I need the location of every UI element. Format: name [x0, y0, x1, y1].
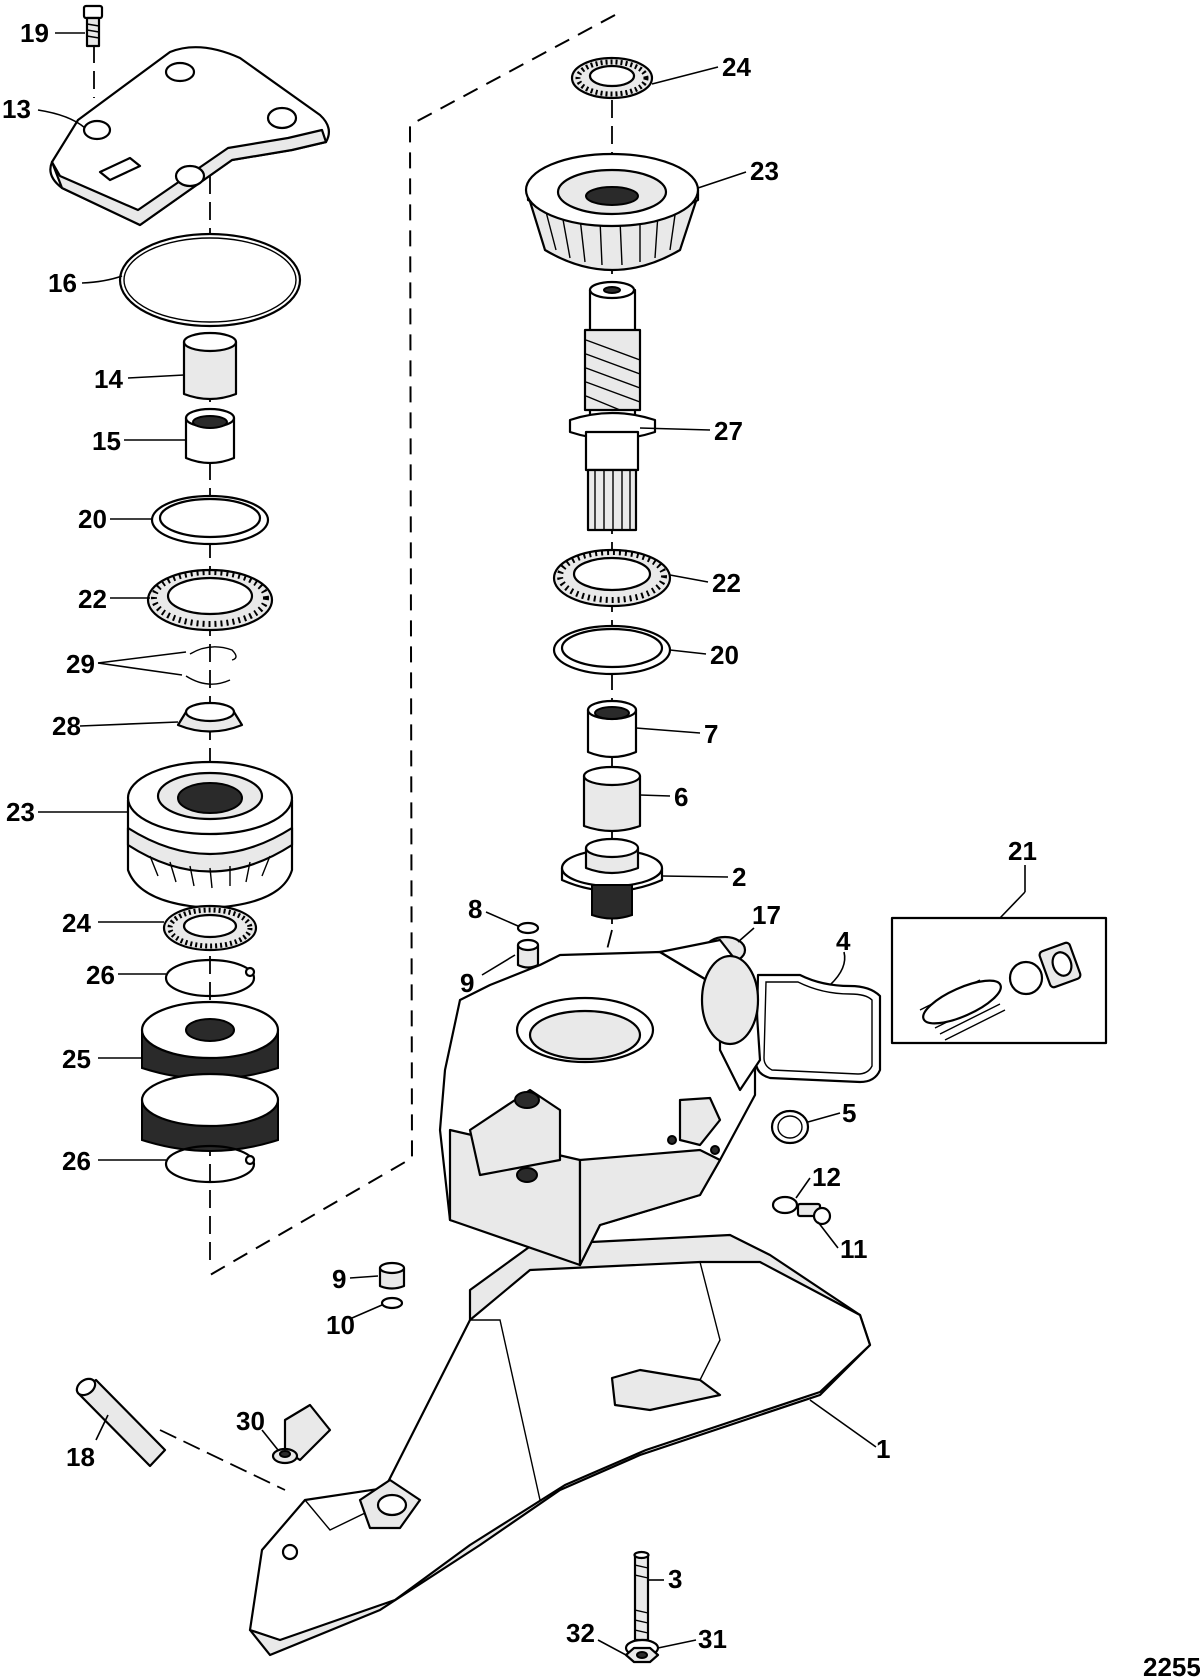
callout-11: 11 [840, 1234, 868, 1264]
callout-23-left: 23 [6, 797, 35, 827]
callout-21: 21 [1008, 836, 1037, 866]
callout-22-right: 22 [712, 568, 741, 598]
callout-20-left: 20 [78, 504, 107, 534]
callout-4: 4 [836, 926, 851, 956]
callout-3: 3 [668, 1564, 682, 1594]
part-12-washer [771, 1195, 799, 1215]
callout-14: 14 [94, 364, 123, 394]
callout-31: 31 [698, 1624, 727, 1654]
callout-labels: 19 13 16 14 15 20 22 29 28 23 24 26 25 2… [2, 18, 1037, 1654]
part-11-screw [796, 1202, 832, 1226]
callout-29: 29 [66, 649, 95, 679]
part-1-gear-housing [248, 938, 872, 1657]
callout-20-right: 20 [710, 640, 739, 670]
part-24-thrust-washer-left [162, 904, 258, 952]
part-16-o-ring [118, 232, 302, 328]
callout-26-lower: 26 [62, 1146, 91, 1176]
part-22-thrust-bearing-right [552, 548, 672, 608]
part-2-retainer [560, 837, 664, 920]
part-9-plug-upper [516, 938, 540, 969]
figure-number: 2255 [1143, 1652, 1200, 1678]
part-23-gear-right [524, 152, 700, 271]
part-23-gear-left [126, 760, 294, 910]
callout-30: 30 [236, 1406, 265, 1436]
part-29-retaining-rings [185, 646, 237, 685]
part-18-pin [75, 1377, 167, 1468]
callout-23-right: 23 [750, 156, 779, 186]
part-25-clutch [140, 1000, 280, 1152]
callout-10: 10 [326, 1310, 355, 1340]
callout-13: 13 [2, 94, 31, 124]
part-7-needle-bearing [586, 699, 638, 759]
callout-25: 25 [62, 1044, 91, 1074]
callout-15: 15 [92, 426, 121, 456]
part-20-washer-left [150, 494, 270, 546]
part-32-nut [624, 1646, 660, 1664]
part-13-cover-plate [49, 46, 331, 227]
part-19-screw [82, 4, 104, 48]
part-5-o-ring [770, 1109, 810, 1145]
part-22-thrust-bearing-left [146, 568, 274, 632]
part-26-snap-ring-lower [164, 1144, 256, 1184]
part-21-check-valve-kit [890, 916, 1108, 1045]
callout-32: 32 [566, 1618, 595, 1648]
callout-8: 8 [468, 894, 482, 924]
callout-18: 18 [66, 1442, 95, 1472]
callout-12: 12 [812, 1162, 841, 1192]
part-27-pinion-shaft [568, 280, 657, 532]
part-3-stud [633, 1550, 650, 1642]
callout-5: 5 [842, 1098, 856, 1128]
callout-19: 19 [20, 18, 49, 48]
part-10-o-ring [380, 1296, 404, 1310]
callout-6: 6 [674, 782, 688, 812]
callout-24-right: 24 [722, 52, 751, 82]
part-6-sleeve [582, 765, 642, 833]
callout-27: 27 [714, 416, 743, 446]
part-9-plug-lower [378, 1261, 406, 1290]
callout-7: 7 [704, 719, 718, 749]
callout-1: 1 [876, 1434, 890, 1464]
leader-lines [37, 32, 1026, 1656]
callout-16: 16 [48, 268, 77, 298]
part-30-fitting [271, 1447, 299, 1465]
part-24-thrust-washer-right [570, 56, 654, 100]
callout-17: 17 [752, 900, 781, 930]
callout-9-lower: 9 [332, 1264, 346, 1294]
callout-2: 2 [732, 862, 746, 892]
part-28-bearing-race [176, 701, 244, 733]
callout-24-left: 24 [62, 908, 91, 938]
callout-22-left: 22 [78, 584, 107, 614]
part-26-snap-ring-upper [164, 958, 256, 998]
callout-9-upper: 9 [460, 968, 474, 998]
part-15-needle-bearing [184, 407, 236, 465]
part-20-washer-right [552, 624, 672, 676]
part-8-o-ring [516, 921, 540, 935]
part-14-sleeve [182, 331, 238, 401]
callout-26-upper: 26 [86, 960, 115, 990]
part-4-gasket [754, 973, 882, 1084]
callout-28: 28 [52, 711, 81, 741]
